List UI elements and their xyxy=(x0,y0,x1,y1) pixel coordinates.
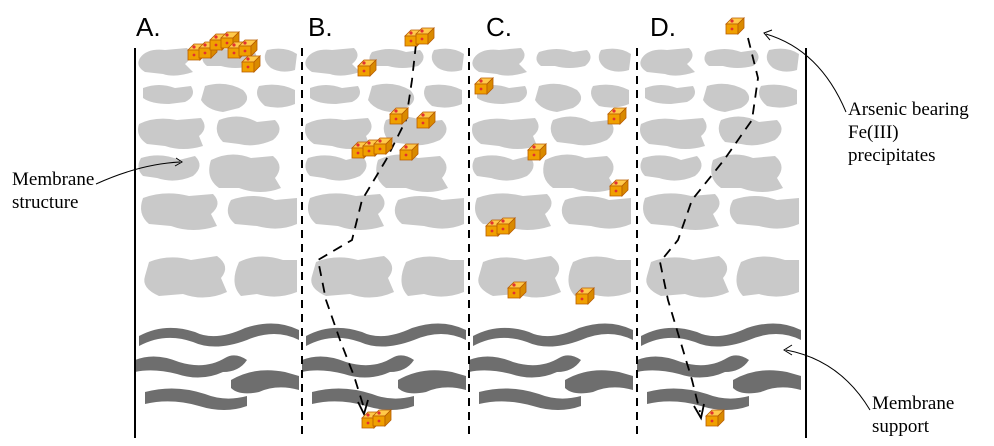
leader-membrane-structure-arrow xyxy=(174,157,183,167)
membrane-support-b xyxy=(302,323,466,410)
membrane-support-label: Membrane support xyxy=(872,392,954,438)
precipitates-line-3: precipitates xyxy=(848,145,936,166)
leader-membrane-structure xyxy=(95,161,181,185)
membrane-support-line-1: Membrane xyxy=(872,393,955,414)
panel-label-d: D. xyxy=(650,12,676,42)
precipitates-label: Arsenic bearing Fe(III) precipitates xyxy=(848,98,969,167)
membrane-structure-c xyxy=(472,48,631,298)
leader-membrane-support-arrow xyxy=(783,344,793,356)
membrane-support-c xyxy=(469,323,633,410)
panel-label-c: C. xyxy=(486,12,512,42)
membrane-support-d xyxy=(637,323,801,410)
membrane-structure-a xyxy=(138,48,297,298)
precipitates-line-1: Arsenic bearing xyxy=(848,99,969,120)
precipitate-b-7 xyxy=(361,409,392,429)
flow-arrow-d xyxy=(693,403,705,421)
leader-precipitates xyxy=(765,33,847,113)
precipitate-c-2 xyxy=(607,107,627,125)
precipitate-d-2 xyxy=(705,409,725,427)
precipitate-c-4 xyxy=(609,179,629,197)
panel-label-a: A. xyxy=(136,12,161,42)
membrane-structure-label: Membrane structure xyxy=(12,168,94,214)
panel-label-b: B. xyxy=(308,12,333,42)
membrane-support-line-2: support xyxy=(872,416,929,437)
membrane-structure-line-1: Membrane xyxy=(12,169,95,190)
flow-path-b xyxy=(316,43,417,409)
leader-membrane-support xyxy=(785,349,871,411)
membrane-support-a xyxy=(135,323,299,410)
precipitate-d-1 xyxy=(725,17,745,35)
precipitate-b-1 xyxy=(404,27,435,47)
flow-arrow-b xyxy=(357,399,369,417)
precipitates-line-2: Fe(III) xyxy=(848,122,899,143)
membrane-structure-line-2: structure xyxy=(12,192,79,213)
membrane-structure-b xyxy=(305,48,464,298)
membrane-structure-d xyxy=(640,48,799,298)
precipitate-b-2 xyxy=(357,59,377,77)
leader-precipitates-arrow xyxy=(763,29,773,41)
flow-path-d xyxy=(659,37,759,413)
